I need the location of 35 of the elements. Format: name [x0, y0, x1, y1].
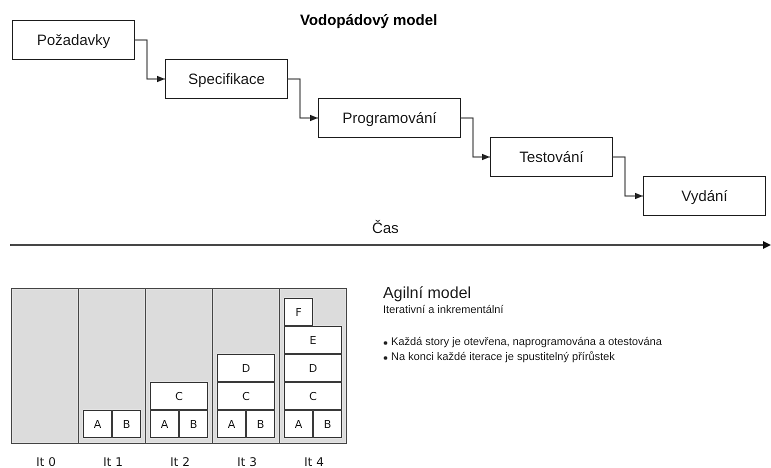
iteration-label: It 1 — [102, 455, 124, 468]
phase-box: Vydání — [643, 176, 766, 216]
phase-box: Specifikace — [165, 59, 288, 99]
story-card: B — [112, 410, 141, 438]
phase-box: Požadavky — [12, 20, 135, 60]
story-card: A — [150, 410, 179, 438]
arrow — [612, 156, 644, 200]
story-card: B — [246, 410, 275, 438]
phase-box: Testování — [490, 137, 613, 177]
story-card: A — [284, 410, 313, 438]
arrow — [134, 40, 166, 82]
story-card: B — [313, 410, 342, 438]
story-card: A — [217, 410, 246, 438]
story-card: A — [83, 410, 112, 438]
iteration-label: It 4 — [303, 455, 325, 468]
arrow — [460, 118, 490, 160]
iteration-label: It 2 — [169, 455, 191, 468]
story-card: D — [284, 354, 342, 382]
story-card: B — [179, 410, 208, 438]
story-card: C — [150, 382, 208, 410]
story-card: F — [284, 298, 313, 326]
story-card: C — [217, 382, 275, 410]
iteration-label: It 3 — [236, 455, 258, 468]
phase-box: Programování — [318, 98, 461, 138]
story-card: D — [217, 354, 275, 382]
section-subtitle: Iterativní a inkrementální — [383, 304, 504, 316]
iteration-label: It 0 — [35, 455, 57, 468]
story-card: E — [284, 326, 342, 354]
axis-label: Čas — [372, 220, 399, 237]
story-card: C — [284, 382, 342, 410]
bullet-item: Každá story je otevřena, naprogramována a otestována — [391, 336, 662, 348]
diagram-title: Vodopádový model — [300, 12, 438, 29]
bullet-item: Na konci každé iterace je spustitelný přírůstek — [391, 351, 615, 363]
section-heading: Agilní model — [383, 285, 472, 303]
arrow — [288, 78, 318, 122]
